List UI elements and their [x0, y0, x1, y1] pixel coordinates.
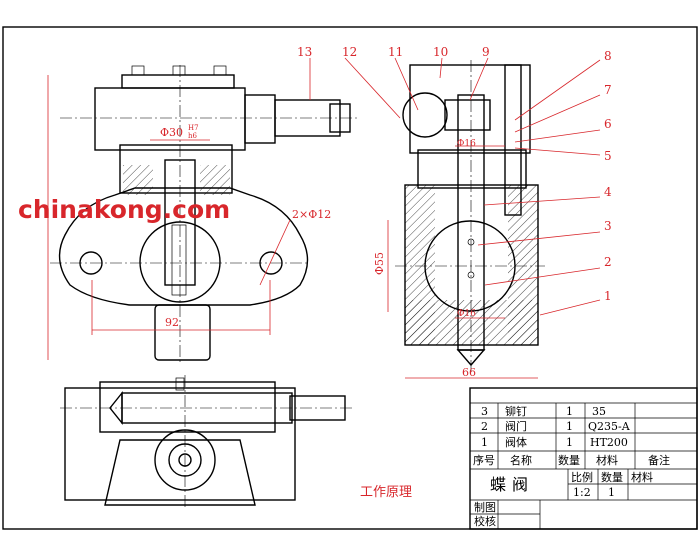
row-1-material: 35 — [592, 405, 606, 418]
title-block-scale-label: 比例 — [571, 470, 593, 484]
callout-5: 5 — [604, 149, 612, 163]
dim-phi30-fit-top: H7 — [188, 124, 199, 132]
header-no: 序号 — [473, 453, 495, 467]
dim-phi16-bottom: Φ16 — [457, 309, 476, 319]
row-2-name: 阀门 — [505, 419, 527, 433]
caption: 工作原理 — [360, 485, 412, 500]
row-1-no: 3 — [481, 405, 488, 418]
callout-7: 7 — [604, 83, 612, 97]
callout-6: 6 — [604, 117, 612, 131]
dim-phi30-fit-bottom: h6 — [188, 132, 198, 140]
callout-3: 3 — [604, 219, 612, 233]
row-1-name: 铆钉 — [505, 404, 527, 418]
dim-pitch: 92 — [165, 316, 179, 329]
dim-width66: 66 — [462, 366, 476, 379]
parts-table — [469, 387, 698, 530]
title-block-qty-label: 数量 — [601, 471, 623, 484]
dim-phi16-top: Φ16 — [457, 139, 476, 149]
front-view — [47, 65, 360, 365]
row-3-no: 1 — [481, 436, 488, 449]
callout-10: 10 — [433, 45, 448, 59]
row-3-name: 阀体 — [505, 435, 527, 449]
header-qty: 数量 — [558, 454, 580, 467]
callout-12: 12 — [342, 45, 357, 59]
dim-holes: 2×Φ12 — [292, 208, 331, 221]
side-view — [387, 60, 545, 379]
watermark: chinakong.com — [18, 195, 230, 224]
row-3-material: HT200 — [590, 436, 628, 449]
callout-13: 13 — [297, 45, 312, 59]
callout-2: 2 — [604, 255, 612, 269]
title-block-title: 蝶阀 — [490, 475, 534, 494]
sheet-border — [2, 26, 698, 530]
row-3-qty: 1 — [566, 436, 573, 449]
callout-11: 11 — [388, 45, 403, 59]
title-block-material-label: 材料 — [631, 470, 653, 484]
callout-1: 1 — [604, 289, 612, 303]
callout-9: 9 — [482, 45, 490, 59]
dim-phi30: Φ30 — [160, 126, 183, 139]
callout-leaders — [309, 57, 601, 316]
callout-4: 4 — [604, 185, 612, 199]
row-2-no: 2 — [481, 420, 488, 433]
title-block-scale-value: 1:2 — [573, 486, 591, 499]
title-block-qty-value: 1 — [608, 486, 615, 499]
header-name: 名称 — [510, 453, 532, 467]
title-block-checked-label: 校核 — [474, 514, 496, 528]
header-note: 备注 — [648, 453, 670, 467]
callout-8: 8 — [604, 49, 612, 63]
row-2-qty: 1 — [566, 420, 573, 433]
top-view — [60, 375, 355, 510]
title-block-drawn-label: 制图 — [474, 501, 496, 514]
row-2-material: Q235-A — [588, 420, 631, 433]
header-material: 材料 — [596, 453, 618, 467]
row-1-qty: 1 — [566, 405, 573, 418]
dim-phi55: Φ55 — [373, 252, 386, 275]
